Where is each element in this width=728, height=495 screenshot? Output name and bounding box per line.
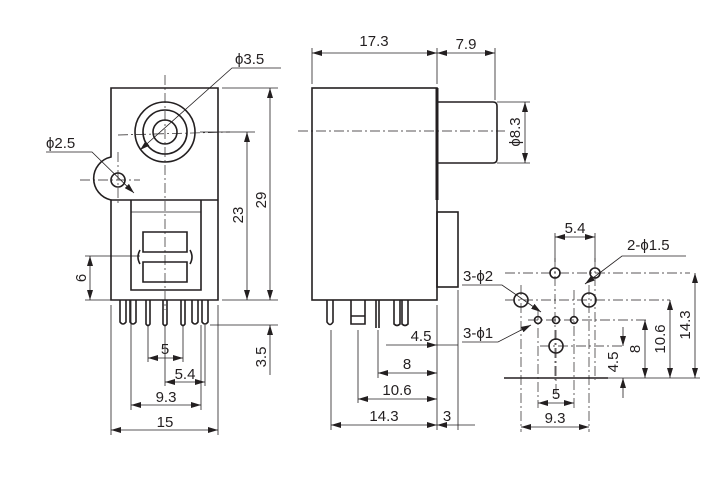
holes-2-label: 3-ϕ2 — [463, 268, 493, 285]
dim-phi-8-3: ϕ8.3 — [507, 117, 524, 146]
dim-14-3-footprint: 14.3 — [677, 310, 694, 339]
dim-17-3: 17.3 — [359, 33, 388, 50]
dim-5-footprint: 5 — [552, 386, 560, 403]
dim-23: 23 — [230, 207, 247, 224]
jack-hole-label: ϕ3.5 — [235, 51, 264, 68]
dim-6: 6 — [73, 274, 90, 282]
dim-15: 15 — [157, 414, 174, 431]
mount-hole-label: ϕ2.5 — [46, 135, 75, 152]
dim-10-6-footprint: 10.6 — [652, 324, 669, 353]
holes-1-label: 3-ϕ1 — [463, 325, 493, 342]
dim-9-3: 9.3 — [156, 389, 177, 406]
dim-29: 29 — [253, 192, 270, 209]
hole-1-5-icon — [549, 267, 561, 279]
dim-14-3: 14.3 — [369, 408, 398, 425]
holes-1-5-label: 2-ϕ1.5 — [627, 237, 670, 254]
front-view: ϕ3.5 ϕ2.5 29 23 3.5 6 5 5.4 9.3 15 — [46, 51, 281, 435]
dim-8-footprint: 8 — [627, 345, 644, 353]
hole-2-icon — [513, 292, 529, 308]
dim-8: 8 — [403, 356, 411, 373]
dim-4-5: 4.5 — [411, 328, 432, 345]
dim-5: 5 — [161, 341, 169, 358]
hole-1-icon — [533, 315, 543, 325]
side-view: 17.3 7.9 ϕ8.3 4.5 8 10.6 14.3 3 — [298, 33, 530, 430]
hole-2-icon — [548, 338, 564, 354]
dim-3: 3 — [443, 408, 451, 425]
hole-1-icon — [569, 315, 579, 325]
dim-7-9: 7.9 — [456, 36, 477, 53]
dim-4-5-footprint: 4.5 — [605, 352, 622, 373]
hole-2-icon — [581, 292, 597, 308]
hole-1-icon — [551, 315, 561, 325]
dim-3-5: 3.5 — [253, 347, 270, 368]
dim-5-4: 5.4 — [175, 366, 196, 383]
dim-5-4-footprint: 5.4 — [565, 220, 586, 237]
dim-10-6: 10.6 — [382, 382, 411, 399]
dim-9-3-footprint: 9.3 — [545, 410, 566, 427]
pcb-footprint: 2-ϕ1.5 3-ϕ2 3-ϕ1 5.4 14.3 10.6 8 4.5 5 9… — [462, 220, 700, 432]
